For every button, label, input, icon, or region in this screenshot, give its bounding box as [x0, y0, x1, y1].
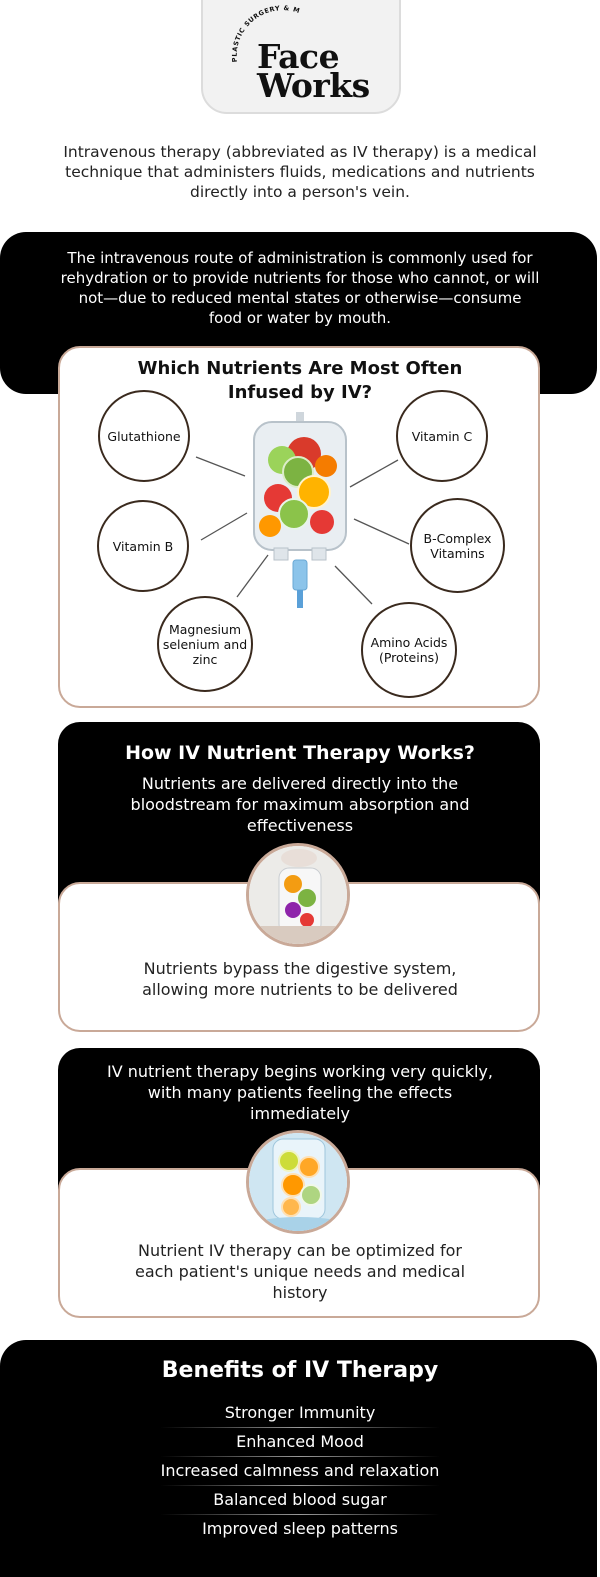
nutrient-vitamin-b: Vitamin B — [97, 500, 189, 592]
route-banner-text: The intravenous route of administration … — [60, 249, 540, 327]
logo-wordmark: Face Works — [257, 37, 370, 105]
connector-vitamin-b — [200, 512, 248, 541]
nutrient-vitamin-c: Vitamin C — [396, 390, 488, 482]
benefit-divider — [160, 1485, 440, 1486]
benefit-item: Balanced blood sugar — [213, 1490, 387, 1509]
nutrients-title: Which Nutrients Are Most Often Infused b… — [137, 358, 463, 403]
nutrient-connectors — [195, 456, 410, 605]
benefit-item: Stronger Immunity — [224, 1403, 376, 1422]
benefit-divider — [160, 1456, 440, 1457]
connector-magnesium — [236, 554, 269, 598]
benefit-item: Improved sleep patterns — [202, 1519, 398, 1538]
benefit-divider — [160, 1514, 440, 1515]
nutrient-glutathione: Glutathione — [98, 390, 190, 482]
logo: PLASTIC SURGERY & MEDSPA Face Works — [201, 0, 401, 114]
quick-point-1: IV nutrient therapy begins working very … — [107, 1062, 493, 1123]
benefits-title: Benefits of IV Therapy — [161, 1358, 439, 1383]
connector-glutathione — [195, 456, 246, 477]
benefit-divider — [160, 1427, 440, 1428]
connector-amino — [334, 565, 373, 605]
how-works-point-1: Nutrients are delivered directly into th… — [130, 774, 470, 835]
connector-vitamin-c — [349, 459, 399, 488]
iv-bag-citrus-photo — [246, 1130, 350, 1234]
how-works-point-2: Nutrients bypass the digestive system, a… — [142, 959, 458, 999]
iv-bag-fruit-icon — [253, 412, 347, 608]
iv-bag-hand-photo — [246, 843, 350, 947]
benefit-item: Enhanced Mood — [236, 1432, 364, 1451]
how-works-title: How IV Nutrient Therapy Works? — [125, 742, 475, 764]
nutrient-magnesium-selenium-zinc: Magnesium selenium and zinc — [157, 596, 253, 692]
nutrient-b-complex: B-Complex Vitamins — [410, 498, 505, 593]
logo-arc-text: PLASTIC SURGERY & MEDSPA — [203, 0, 301, 62]
benefit-item: Increased calmness and relaxation — [160, 1461, 440, 1480]
quick-point-2: Nutrient IV therapy can be optimized for… — [134, 1241, 466, 1302]
connector-b-complex — [353, 518, 410, 545]
benefits-section — [0, 1340, 597, 1577]
logo-line-1: Face — [257, 37, 340, 76]
nutrient-amino-acids: Amino Acids (Proteins) — [361, 602, 457, 698]
intro-text: Intravenous therapy (abbreviated as IV t… — [63, 143, 537, 201]
logo-line-2: Works — [257, 66, 370, 105]
